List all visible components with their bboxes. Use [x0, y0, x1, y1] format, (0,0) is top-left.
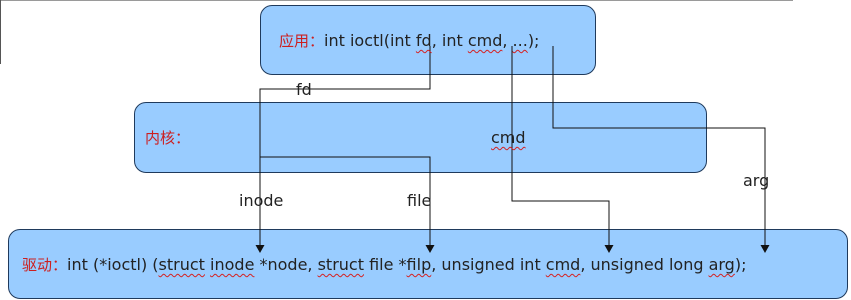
driver-code-segment: struct: [158, 255, 205, 274]
driver-box: [8, 229, 848, 299]
driver-code-segment: );: [734, 255, 747, 274]
driver-code-segment: file *: [364, 255, 407, 274]
app-code-segment: cmd: [467, 31, 503, 50]
application-label: 应用：: [279, 32, 325, 50]
driver-code-segment: int (*ioctl) (: [67, 255, 159, 274]
cmd-to-cmd-arrow: [511, 46, 614, 253]
kernel-box: [134, 102, 707, 173]
kernel-cmd-text: cmd: [491, 128, 526, 147]
driver-code-segment: arg: [708, 255, 735, 274]
driver-code-segment: , unsigned long: [580, 255, 709, 274]
inode-flow-label: inode: [239, 191, 284, 210]
app-code-segment: fd: [415, 31, 432, 50]
driver-code-segment: cmd: [545, 255, 581, 274]
fd-to-file-arrow: [260, 156, 435, 253]
application-code: int ioctl(int fd, int cmd, ...);: [324, 31, 539, 50]
args-to-arg-arrow: [552, 46, 770, 253]
file-flow-label: file: [407, 191, 432, 210]
driver-code: int (*ioctl) (struct inode *node, struct…: [67, 255, 746, 274]
app-code-segment: ...: [512, 31, 528, 50]
kernel-label: 内核：: [145, 129, 191, 147]
driver-code-segment: struct: [317, 255, 364, 274]
driver-code-segment: inode: [210, 255, 255, 274]
fd-flow-label: fd: [296, 80, 312, 99]
driver-code-segment: *node,: [254, 255, 318, 274]
application-signature: 应用：int ioctl(int fd, int cmd, ...);: [279, 31, 539, 51]
application-box: [260, 5, 596, 75]
app-code-segment: ,: [502, 31, 513, 50]
driver-code-segment: , unsigned int: [431, 255, 546, 274]
arg-flow-label: arg: [743, 171, 770, 190]
driver-signature: 驱动：int (*ioctl) (struct inode *node, str…: [22, 255, 746, 275]
top-rule: [0, 0, 793, 1]
app-code-segment: );: [527, 31, 540, 50]
left-rule: [0, 0, 1, 64]
driver-label: 驱动：: [22, 256, 68, 274]
app-code-segment: int ioctl(int: [324, 31, 416, 50]
driver-code-segment: filp: [406, 255, 432, 274]
fd-to-inode-arrow: [255, 46, 431, 253]
app-code-segment: , int: [431, 31, 468, 50]
